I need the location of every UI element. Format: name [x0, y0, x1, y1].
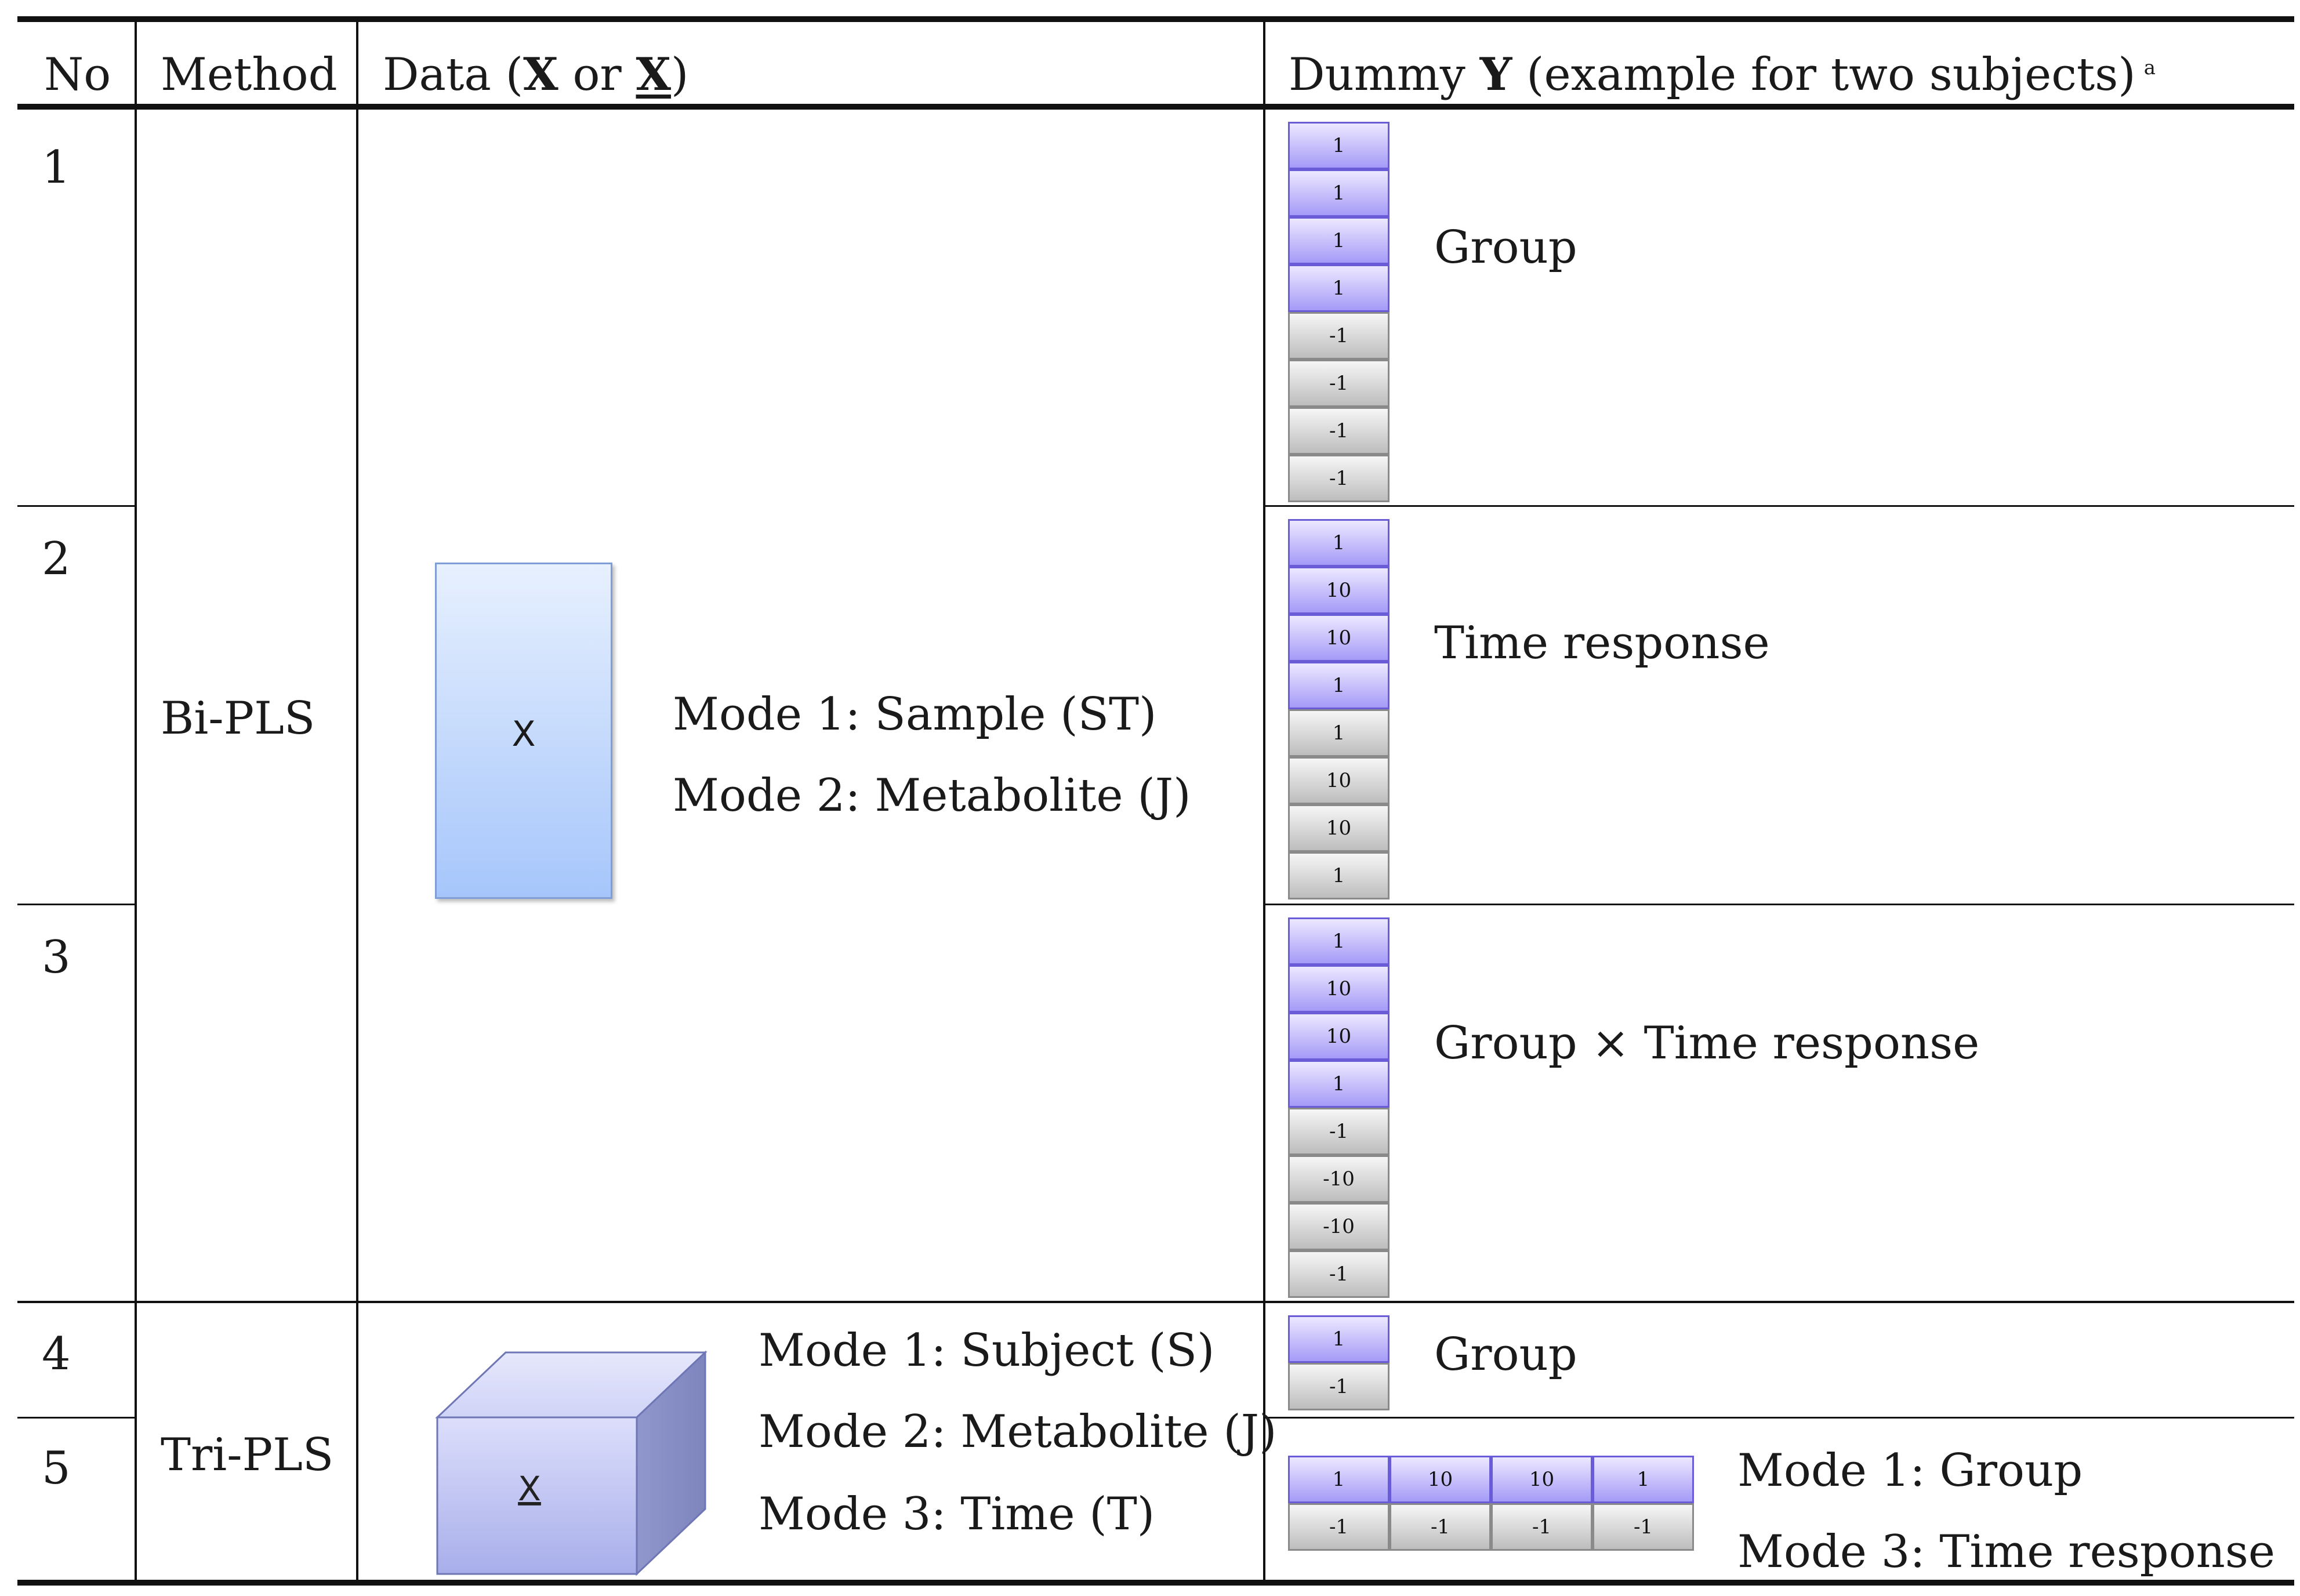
- dummy-cell: 1: [1288, 122, 1390, 169]
- dummy-cell: -1: [1288, 1108, 1390, 1155]
- dummy-cell: -1: [1288, 360, 1390, 407]
- row-divider-2-3-dummy: [1264, 904, 2294, 905]
- dummy-cell: 1: [1288, 264, 1390, 312]
- dummy-cell: 10: [1288, 757, 1390, 804]
- data-matrix-x: X: [435, 563, 612, 899]
- dummy-cell: -10: [1288, 1203, 1390, 1250]
- bi-pls-mode-1: Mode 1: Sample (ST): [673, 688, 1157, 741]
- dummy-cell: 10: [1288, 804, 1390, 852]
- dummy-cell: -1: [1288, 407, 1390, 455]
- dummy-cell: -1: [1288, 312, 1390, 360]
- dummy-cell: -1: [1390, 1503, 1491, 1551]
- header-dummy: Dummy Y (example for two subjects)a: [1289, 52, 2156, 98]
- header-data-or: or: [558, 49, 636, 101]
- dummy-label-row-1: Group: [1434, 222, 1577, 274]
- header-data: Data (X or X): [383, 52, 688, 98]
- bottom-rule: [17, 1580, 2294, 1586]
- section-divider: [17, 1301, 2294, 1303]
- dummy-cell: 1: [1288, 852, 1390, 899]
- cube-front-face: [436, 1416, 638, 1575]
- dummy-cell: -1: [1491, 1503, 1592, 1551]
- dummy-cell: 1: [1288, 709, 1390, 757]
- tri-pls-mode-3: Mode 3: Time (T): [759, 1488, 1155, 1540]
- tri-pls-mode-2: Mode 2: Metabolite (J): [759, 1406, 1277, 1458]
- dummy-cell: 1: [1592, 1456, 1694, 1503]
- dummy-y-column-4: 1 -1: [1288, 1315, 1390, 1410]
- dummy-label-row-2: Time response: [1434, 617, 1770, 669]
- dummy-cell: 1: [1288, 1456, 1390, 1503]
- header-dummy-prefix: Dummy: [1289, 49, 1480, 101]
- dummy-cell: 1: [1288, 217, 1390, 264]
- row-divider-4-5-dummy: [1264, 1417, 2294, 1419]
- header-no: No: [44, 49, 111, 101]
- data-cube-x: X: [435, 1350, 708, 1576]
- bi-pls-mode-2: Mode 2: Metabolite (J): [673, 770, 1191, 822]
- row-divider-2-3-no: [17, 904, 136, 905]
- dummy-label-row-5-mode-1: Mode 1: Group: [1737, 1445, 2083, 1497]
- dummy-cell: 10: [1288, 567, 1390, 614]
- dummy-cell: -1: [1288, 1250, 1390, 1298]
- dummy-cell: 1: [1288, 1060, 1390, 1108]
- row-3-number: 3: [42, 931, 71, 984]
- dummy-y-column-1: 1 1 1 1 -1 -1 -1 -1: [1288, 122, 1390, 502]
- header-data-x: X: [523, 48, 558, 101]
- row-divider-4-5-no: [17, 1417, 136, 1419]
- dummy-cell: -1: [1288, 1363, 1390, 1410]
- row-1-number: 1: [42, 142, 71, 194]
- row-4-number: 4: [42, 1328, 71, 1380]
- dummy-label-row-3: Group × Time response: [1434, 1017, 1980, 1069]
- header-dummy-y: Y: [1479, 48, 1512, 101]
- dummy-cell: 10: [1288, 1013, 1390, 1060]
- header-data-suffix: ): [671, 49, 689, 101]
- header-data-ux: X: [636, 48, 672, 101]
- dummy-cell: -10: [1288, 1155, 1390, 1203]
- column-divider-2: [356, 22, 358, 1581]
- dummy-cell: 1: [1288, 662, 1390, 709]
- dummy-cell: 10: [1390, 1456, 1491, 1503]
- header-rule: [17, 104, 2294, 110]
- row-divider-1-2-dummy: [1264, 505, 2294, 507]
- dummy-cell: -1: [1288, 455, 1390, 502]
- column-divider-1: [135, 22, 137, 1581]
- row-2-number: 2: [42, 533, 71, 585]
- dummy-y-column-3: 1 10 10 1 -1 -10 -10 -1: [1288, 917, 1390, 1298]
- dummy-cell: 1: [1288, 519, 1390, 567]
- dummy-label-row-4: Group: [1434, 1329, 1577, 1381]
- tri-pls-mode-1: Mode 1: Subject (S): [759, 1325, 1215, 1377]
- dummy-cell: 1: [1288, 169, 1390, 217]
- header-method: Method: [161, 49, 338, 101]
- column-divider-3: [1263, 22, 1265, 1581]
- dummy-cell: -1: [1592, 1503, 1694, 1551]
- row-5-number: 5: [42, 1442, 71, 1495]
- dummy-y-column-2: 1 10 10 1 1 10 10 1: [1288, 519, 1390, 899]
- method-bi-pls: Bi-PLS: [161, 692, 315, 745]
- dummy-label-row-5-mode-3: Mode 3: Time response: [1737, 1526, 2276, 1578]
- dummy-cell: 10: [1491, 1456, 1592, 1503]
- dummy-cell: 1: [1288, 1315, 1390, 1363]
- dummy-cell: 10: [1288, 614, 1390, 662]
- method-tri-pls: Tri-PLS: [161, 1429, 334, 1481]
- dummy-y-grid-5: 1 10 10 1 -1 -1 -1 -1: [1288, 1456, 1694, 1551]
- header-dummy-suffix: (example for two subjects): [1512, 49, 2136, 101]
- dummy-cell: 10: [1288, 965, 1390, 1013]
- header-data-prefix: Data (: [383, 49, 524, 101]
- row-divider-1-2-no: [17, 505, 136, 507]
- cube-x-label: X: [518, 1469, 541, 1508]
- top-rule: [17, 16, 2294, 22]
- header-dummy-footnote: a: [2143, 56, 2156, 79]
- dummy-cell: 1: [1288, 917, 1390, 965]
- matrix-x-label: X: [511, 714, 536, 755]
- dummy-cell: -1: [1288, 1503, 1390, 1551]
